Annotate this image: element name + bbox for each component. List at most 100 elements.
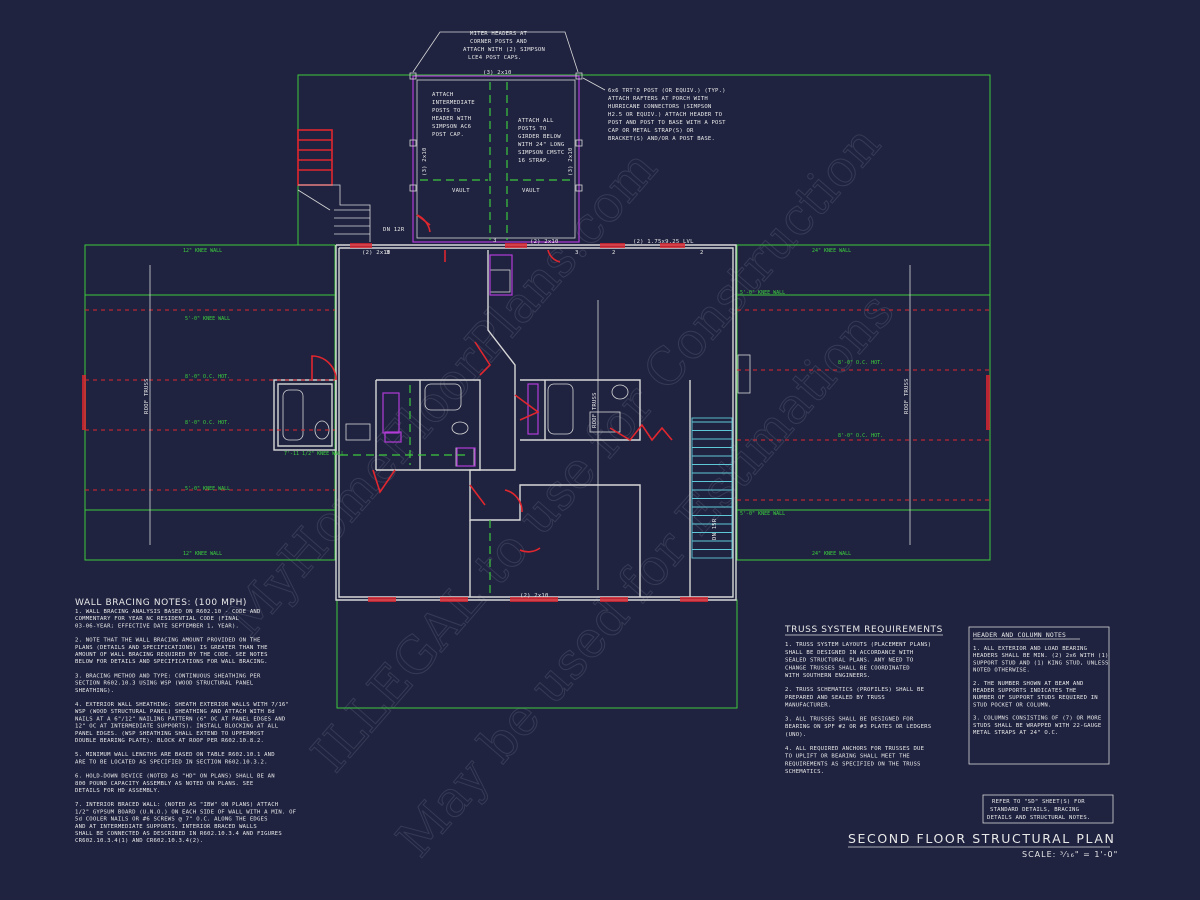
miter-line-2: CORNER POSTS AND (470, 39, 528, 45)
wall-bracing-note-7-line-6: CR602.10.3.4(1) AND CR602.10.3.4(2). (75, 838, 203, 844)
refer-line-3: DETAILS AND STRUCTURAL NOTES. (987, 815, 1090, 821)
header-note-2-line-2: HEADER SUPPORTS INDICATES THE (973, 688, 1077, 694)
intermediate-line-1: ATTACH (432, 92, 453, 98)
miter-line-4: LCE4 POST CAPS. (468, 55, 522, 61)
truss-note-1-line-1: 1. TRUSS SYSTEM LAYOUTS (PLACEMENT PLANS… (785, 642, 931, 648)
wall-bracing-note-7-line-2: 1/2" GYPSUM BOARD (U.N.O.) ON EACH SIDE … (75, 809, 297, 815)
truss-note-3-line-1: 3. ALL TRUSSES SHALL BE DESIGNED FOR (785, 716, 914, 722)
intermediate-line-2: INTERMEDIATE (432, 100, 475, 106)
truss-note-2-line-3: MANUFACTURER. (785, 703, 831, 709)
title-block: REFER TO "SD" SHEET(S) FOR STANDARD DETA… (848, 794, 1117, 859)
header-note-3-line-2: STUDS SHALL BE WRAPPED WITH 22-GAUGE (973, 723, 1102, 729)
header-side-label: (3) 2x10 (422, 147, 428, 176)
vault-right-label: VAULT (522, 188, 540, 194)
miter-line-3: ATTACH WITH (2) SIMPSON (463, 47, 545, 53)
knee-wall-12-top: 12" KNEE WALL (183, 248, 222, 254)
header-note-1-line-4: NOTED OTHERWISE. (973, 668, 1030, 674)
oc-label-right-2: 8'-0" O.C. HOT. (838, 433, 883, 439)
post-line-4: H2.5 OR EQUIV.) ATTACH HEADER TO (608, 112, 723, 118)
post-line-2: ATTACH RAFTERS AT PORCH WITH (608, 96, 708, 102)
knee-wall-5-right-1: 5'-0" KNEE WALL (740, 290, 785, 296)
wall-bracing-note-4-line-5: PANEL EDGES. (WSP SHEATHING SHALL EXTEND… (75, 731, 265, 737)
truss-note-3-line-3: (UNO). (785, 732, 806, 738)
opening-markers (382, 254, 539, 467)
knee-wall-12-bottom: 12" KNEE WALL (183, 551, 222, 557)
header-note-1-line-1: 1. ALL EXTERIOR AND LOAD BEARING (973, 646, 1088, 652)
truss-note-4-line-3: REQUIREMENTS AS SPECIFIED ON THE TRUSS (785, 761, 921, 767)
header-mid-label: (2) 2x10 (530, 239, 559, 245)
wall-bracing-notes: WALL BRACING NOTES: (100 MPH) 1. WALL BR… (75, 598, 297, 844)
callout-miter: MITER HEADERS AT CORNER POSTS AND ATTACH… (412, 31, 579, 73)
wall-bracing-note-5-line-2: ARE TO BE LOCATED AS SPECIFIED IN SECTIO… (75, 759, 268, 765)
wall-bracing-note-7-line-3: 5d COOLER NAILS OR #6 SCREWS @ 7" O.C. A… (75, 817, 268, 823)
girder-line-4: WITH 24" LONG (518, 142, 565, 148)
truss-note-1-line-4: CHANGE TRUSSES SHALL BE COORDINATED (785, 665, 910, 671)
oc-label-left-1: 8'-0" O.C. HOT. (185, 374, 230, 380)
wall-bracing-note-7-line-5: SHALL BE CONNECTED AS DESCRIBED IN R602.… (75, 831, 282, 837)
roof-truss-right: ROOF TRUSS (904, 378, 910, 414)
support-num-5: 2 (700, 250, 704, 256)
truss-note-4-line-1: 4. ALL REQUIRED ANCHORS FOR TRUSSES DUE (785, 746, 925, 752)
miter-line-1: MITER HEADERS AT (470, 31, 528, 37)
refer-line-2: STANDARD DETAILS, BRACING (990, 807, 1080, 813)
truss-note-1-line-5: WITH SOUTHERN ENGINEERS. (785, 673, 871, 679)
wall-bracing-note-3-line-2: SECTION R602.10.3 USING WSP (WOOD STRUCT… (75, 681, 254, 687)
wall-bracing-note-6-line-2: 800 POUND CAPACITY ASSEMBLY AS NOTED ON … (75, 781, 254, 787)
girder-line-6: 16 STRAP. (518, 158, 550, 164)
wall-bracing-note-4-line-1: 4. EXTERIOR WALL SHEATHING: SHEATH EXTER… (75, 702, 289, 708)
post-line-6: CAP OR METAL STRAP(S) OR (608, 128, 694, 134)
truss-title: TRUSS SYSTEM REQUIREMENTS (784, 625, 943, 635)
header-note-2-line-3: NUMBER OF SUPPORT STUDS REQUIRED IN (973, 695, 1098, 701)
wall-bracing-note-3-line-3: SHEATHING). (75, 688, 114, 694)
post-line-5: POST AND POST TO BASE WITH A POST (608, 120, 726, 126)
support-num-3: 3 (575, 250, 579, 256)
header-lvl-label: (2) 1.75x9.25 LVL (633, 239, 694, 245)
wall-bracing-note-7-line-1: 7. INTERIOR BRACED WALL: (NOTED AS "IBW"… (75, 802, 278, 808)
header-note-1-line-3: SUPPORT STUD AND (1) KING STUD, UNLESS (973, 660, 1109, 666)
intermediate-line-5: SIMPSON AC6 (432, 124, 471, 130)
knee-wall-5-left-1: 5'-0" KNEE WALL (185, 316, 230, 322)
post-line-7: BRACKET(S) AND/OR A POST BASE. (608, 136, 715, 142)
girder-line-3: GIRDER BELOW (518, 134, 561, 140)
wall-bracing-note-4-line-6: DOUBLE BEARING PLATE). BLOCK AT ROOF PER… (75, 738, 264, 744)
wall-bracing-note-4-line-2: WSP (WOOD STRUCTURAL PANEL) SHEATHING AN… (75, 709, 275, 715)
callout-intermediate: ATTACH INTERMEDIATE POSTS TO HEADER WITH… (432, 92, 475, 138)
girder-line-2: POSTS TO (518, 126, 547, 132)
truss-note-4-line-2: TO UPLIFT OR BEARING SHALL MEET THE (785, 754, 910, 760)
header-left-label: (2) 2x10 (362, 250, 391, 256)
truss-note-1-line-2: SHALL BE DESIGNED IN ACCORDANCE WITH (785, 650, 913, 656)
oc-label-right-1: 8'-0" O.C. HOT. (838, 360, 883, 366)
truss-note-3-line-2: BEARING ON SPF #2 OR #3 PLATES OR LEDGER… (785, 724, 931, 730)
wall-bracing-note-5-line-1: 5. MINIMUM WALL LENGTHS ARE BASED ON TAB… (75, 752, 275, 758)
knee-wall-dim: 7'-11 1/2" KNEE WALL (284, 451, 344, 457)
callout-girder: ATTACH ALL POSTS TO GIRDER BELOW WITH 24… (518, 118, 565, 164)
support-num-1: 3 (386, 250, 390, 256)
wall-bracing-note-1-line-1: 1. WALL BRACING ANALYSIS BASED ON R602.1… (75, 609, 261, 615)
wall-bracing-note-4-line-4: 12" OC AT INTERMEDIATE SUPPORTS). INSTAL… (75, 724, 279, 730)
plan-labels: (3) 2x10 (3) 2x10 (3) 2x10 (2) 2x10 (2) … (144, 70, 910, 599)
vault-left-label: VAULT (452, 188, 470, 194)
interior-stair (691, 417, 733, 559)
header-bottom-label: (2) 2x10 (520, 593, 549, 599)
header-note-2-line-4: STUD POCKET OR COLUMN. (973, 702, 1052, 708)
knee-wall-24-bottom: 24" KNEE WALL (812, 551, 851, 557)
header-note-3-line-1: 3. COLUMNS CONSISTING OF (7) OR MORE (973, 716, 1102, 722)
wall-bracing-note-4-line-3: NAILS AT A 6"/12" NAILING PATTERN (6" OC… (75, 716, 286, 722)
knee-wall-24-top: 24" KNEE WALL (812, 248, 851, 254)
truss-note-2-line-1: 2. TRUSS SCHEMATICS (PROFILES) SHALL BE (785, 687, 925, 693)
window-headers (82, 243, 990, 602)
intermediate-line-3: POSTS TO (432, 108, 461, 114)
wall-bracing-note-2-line-2: PLANS (DETAILS AND SPECIFICATIONS) IS GR… (75, 645, 268, 651)
truss-note-2-line-2: PREPARED AND SEALED BY TRUSS (785, 695, 885, 701)
truss-note-4-line-4: SCHEMATICS. (785, 769, 824, 775)
header-note-3-line-3: METAL STRAPS AT 24" O.C. (973, 730, 1059, 736)
truss-lines (85, 265, 990, 597)
knee-wall-5-left-2: 5'-0" KNEE WALL (185, 486, 230, 492)
wall-bracing-note-2-line-1: 2. NOTE THAT THE WALL BRACING AMOUNT PRO… (75, 638, 261, 644)
wall-bracing-note-1-line-2: COMMENTARY FOR YEAR NC RESIDENTIAL CODE … (75, 616, 240, 622)
support-num-4: 2 (612, 250, 616, 256)
post-line-1: 6x6 TRT'D POST (OR EQUIV.) (TYP.) (608, 88, 726, 94)
header-column-notes: HEADER AND COLUMN NOTES 1. ALL EXTERIOR … (968, 626, 1110, 765)
header-top-label: (3) 2x10 (483, 70, 512, 76)
wall-bracing-note-1-line-3: 03-06-YEAR; EFFECTIVE DATE SEPTEMBER 1, … (75, 623, 239, 629)
